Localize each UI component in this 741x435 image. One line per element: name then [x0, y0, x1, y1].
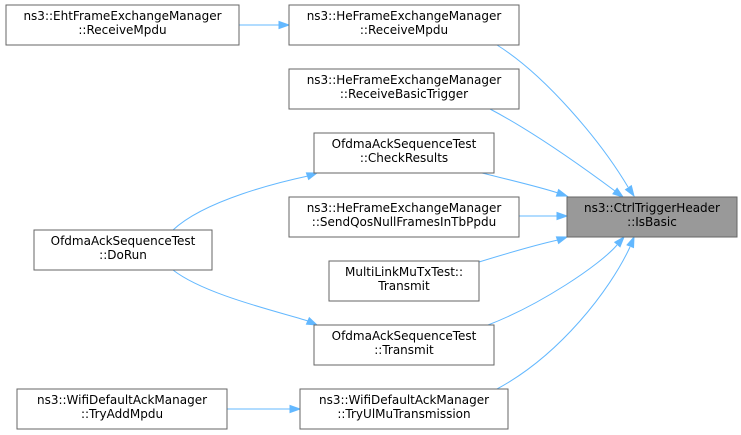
edge-he_receive_mpdu-to-root	[496, 44, 635, 198]
node-box	[313, 132, 495, 174]
node-method-label: ::ReceiveBasicTrigger	[340, 87, 468, 101]
arrowhead-icon	[612, 187, 625, 198]
node-he_send_qos_null[interactable]: ns3::HeFrameExchangeManager::SendQosNull…	[288, 196, 520, 238]
edge-line	[481, 172, 559, 194]
edge-line	[489, 108, 616, 192]
node-box	[313, 324, 495, 366]
node-class-label: OfdmaAckSequenceTest	[51, 234, 196, 248]
node-class-label: ns3::HeFrameExchangeManager	[307, 9, 502, 23]
node-ofdma_do_run[interactable]: OfdmaAckSequenceTest::DoRun	[33, 229, 213, 271]
edge-he_send_qos_null-to-root	[519, 211, 569, 221]
node-box	[288, 4, 520, 46]
edges-layer	[172, 20, 635, 414]
edge-he_receive_basic_trigger-to-root	[489, 108, 625, 198]
node-box	[288, 196, 520, 238]
node-he_receive_mpdu[interactable]: ns3::HeFrameExchangeManager::ReceiveMpdu	[288, 4, 520, 46]
arrowhead-icon	[555, 188, 569, 197]
node-eht_receive_mpdu[interactable]: ns3::EhtFrameExchangeManager::ReceiveMpd…	[5, 4, 240, 46]
arrowhead-icon	[278, 20, 291, 30]
edge-wifi_try_ul_mu-to-root	[496, 235, 635, 390]
node-box	[33, 229, 213, 271]
node-class-label: ns3::EhtFrameExchangeManager	[23, 9, 221, 23]
arrowhead-icon	[626, 235, 635, 249]
node-box	[16, 388, 228, 430]
edge-ofdma_do_run-to-ofdma_transmit	[172, 269, 319, 326]
node-he_receive_basic_trigger[interactable]: ns3::HeFrameExchangeManager::ReceiveBasi…	[288, 68, 520, 110]
arrowhead-icon	[613, 235, 625, 248]
node-method-label: ::SendQosNullFramesInTbPpdu	[312, 215, 496, 229]
node-method-label: ::IsBasic	[627, 215, 677, 229]
edge-line	[172, 269, 309, 322]
arrowhead-icon	[305, 172, 319, 181]
edge-line	[172, 175, 309, 231]
nodes-layer: ns3::CtrlTriggerHeader::IsBasic ns3::EhtF…	[5, 4, 738, 430]
node-class-label: ns3::WifiDefaultAckManager	[37, 393, 207, 407]
edge-line	[487, 244, 618, 326]
node-class-label: OfdmaAckSequenceTest	[332, 329, 477, 343]
edge-wifi_try_add_mpdu-to-wifi_try_ul_mu	[227, 404, 302, 414]
node-method-label: ::ReceiveMpdu	[360, 23, 448, 37]
node-method-label: ::DoRun	[99, 248, 147, 262]
arrowhead-icon	[289, 404, 302, 414]
node-method-label: ::ReceiveMpdu	[78, 23, 166, 37]
node-class-label: ns3::HeFrameExchangeManager	[307, 201, 502, 215]
edge-ofdma_do_run-to-ofdma_check_results	[172, 172, 319, 231]
node-box	[5, 4, 240, 46]
edge-multilink_transmit-to-root	[478, 236, 569, 263]
node-wifi_try_ul_mu[interactable]: ns3::WifiDefaultAckManager::TryUlMuTrans…	[299, 388, 509, 430]
node-ofdma_transmit[interactable]: OfdmaAckSequenceTest::Transmit	[313, 324, 495, 366]
edge-eht_receive_mpdu-to-he_receive_mpdu	[239, 20, 291, 30]
node-class-label: ns3::WifiDefaultAckManager	[319, 393, 489, 407]
edge-ofdma_transmit-to-root	[487, 235, 625, 326]
arrowhead-icon	[556, 211, 569, 221]
node-method-label: ::CheckResults	[360, 151, 448, 165]
edge-line	[496, 246, 631, 390]
node-wifi_try_add_mpdu[interactable]: ns3::WifiDefaultAckManager::TryAddMpdu	[16, 388, 228, 430]
node-method-label: Transmit	[377, 279, 430, 293]
node-multilink_transmit[interactable]: MultiLinkMuTxTest::Transmit	[328, 260, 480, 302]
node-class-label: ns3::HeFrameExchangeManager	[307, 73, 502, 87]
node-box	[328, 260, 480, 302]
node-box	[288, 68, 520, 110]
node-ofdma_check_results[interactable]: OfdmaAckSequenceTest::CheckResults	[313, 132, 495, 174]
node-box	[299, 388, 509, 430]
arrowhead-icon	[305, 316, 319, 326]
node-class-label: OfdmaAckSequenceTest	[332, 137, 477, 151]
node-class-label: MultiLinkMuTxTest::	[345, 265, 463, 279]
root-node-root: ns3::CtrlTriggerHeader::IsBasic	[566, 196, 738, 238]
node-box	[566, 196, 738, 238]
node-method-label: ::TryUlMuTransmission	[337, 407, 470, 421]
node-class-label: ns3::CtrlTriggerHeader	[584, 201, 720, 215]
edge-line	[496, 44, 629, 188]
edge-ofdma_check_results-to-root	[481, 172, 569, 197]
node-method-label: ::TryAddMpdu	[81, 407, 163, 421]
arrowhead-icon	[555, 236, 569, 245]
edge-line	[478, 239, 559, 263]
arrowhead-icon	[624, 184, 635, 198]
node-method-label: ::Transmit	[374, 343, 434, 357]
